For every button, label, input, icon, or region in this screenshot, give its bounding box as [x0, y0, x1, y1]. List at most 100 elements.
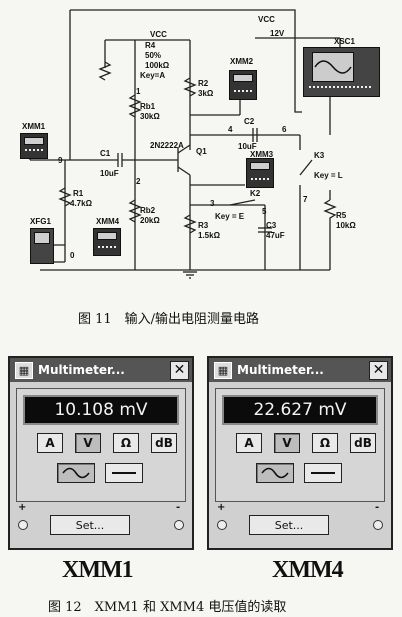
xmm1-instrument[interactable]	[20, 133, 48, 159]
node-2: 2	[136, 177, 141, 186]
xmm2-terminals	[234, 90, 252, 96]
voltmeter-button[interactable]: V	[75, 433, 101, 453]
k3-name: K3	[314, 151, 325, 160]
r4-name: R4	[145, 41, 156, 50]
set-button[interactable]: Set...	[249, 515, 329, 535]
positive-terminal-label: +	[18, 502, 27, 513]
r5-name: R5	[336, 211, 347, 220]
ammeter-button[interactable]: A	[37, 433, 63, 453]
negative-terminal-label: -	[375, 502, 380, 513]
dc-line-icon	[311, 472, 335, 474]
xmm3-screen	[250, 162, 270, 170]
dc-mode-button[interactable]	[105, 463, 143, 483]
title-bar[interactable]: ▦ Multimeter... ✕	[10, 358, 192, 382]
ohmmeter-button[interactable]: Ω	[312, 433, 338, 453]
dc-line-icon	[112, 472, 136, 474]
scope-terminals	[309, 86, 371, 92]
schematic: VCC VCC 12V XSC1 R4 50% 100kΩ Key=A R2 3…	[0, 0, 402, 296]
node-5: 5	[262, 207, 267, 216]
xmm2-screen	[233, 74, 253, 82]
xmm1-terminals	[25, 149, 43, 155]
xsc1-label: XSC1	[334, 37, 355, 46]
k2-name: K2	[250, 189, 261, 198]
xmm2-label: XMM2	[230, 57, 254, 66]
negative-terminal[interactable]	[174, 520, 184, 530]
rb2-name: Rb2	[140, 206, 156, 215]
ac-mode-button[interactable]	[256, 463, 294, 483]
oscilloscope-screen	[312, 52, 354, 82]
xmm4-instrument[interactable]	[93, 228, 121, 256]
voltmeter-button[interactable]: V	[274, 433, 300, 453]
r4-key: Key=A	[140, 71, 166, 80]
node-9: 9	[58, 156, 63, 165]
xmm1-screen	[24, 137, 44, 145]
node-6: 6	[282, 125, 287, 134]
ammeter-button[interactable]: A	[236, 433, 262, 453]
transistor-model: 2N2222A	[150, 141, 184, 150]
negative-terminal[interactable]	[373, 520, 383, 530]
meter-panel: 22.627 mV A V Ω dB	[215, 388, 385, 502]
r5-value: 10kΩ	[336, 221, 356, 230]
multimeter-app-icon: ▦	[214, 362, 232, 379]
c1-name: C1	[100, 149, 111, 158]
sine-wave-icon	[62, 467, 90, 479]
ohmmeter-button[interactable]: Ω	[113, 433, 139, 453]
node-3: 3	[210, 199, 215, 208]
positive-terminal[interactable]	[217, 520, 227, 530]
set-button[interactable]: Set...	[50, 515, 130, 535]
xmm4-label: XMM4	[96, 217, 120, 226]
window-title: Multimeter...	[38, 363, 125, 377]
c1-value: 10uF	[100, 169, 119, 178]
positive-terminal[interactable]	[18, 520, 28, 530]
r1-value: 4.7kΩ	[70, 199, 92, 208]
xmm3-terminals	[251, 178, 269, 184]
window-title: Multimeter...	[237, 363, 324, 377]
multimeter-app-icon: ▦	[15, 362, 33, 379]
rb1-value: 30kΩ	[140, 112, 160, 121]
xmm2-instrument[interactable]	[229, 70, 257, 100]
meter-panel: 10.108 mV A V Ω dB	[16, 388, 186, 502]
title-bar[interactable]: ▦ Multimeter... ✕	[209, 358, 391, 382]
c3-value: 47uF	[266, 231, 285, 240]
supply-voltage-label: 12V	[270, 29, 285, 38]
c2-name: C2	[244, 117, 255, 126]
xmm4-screen	[97, 232, 117, 240]
close-button[interactable]: ✕	[369, 361, 388, 380]
node-0: 0	[70, 251, 75, 260]
oscilloscope-xsc1[interactable]	[303, 47, 380, 97]
r3-value: 1.5kΩ	[198, 231, 220, 240]
xmm4-terminals	[98, 246, 116, 252]
node-7: 7	[303, 195, 308, 204]
xmm4-caption: XMM4	[272, 557, 344, 583]
dc-mode-button[interactable]	[304, 463, 342, 483]
node-1: 1	[136, 87, 141, 96]
transistor-name: Q1	[196, 147, 207, 156]
rb1-name: Rb1	[140, 102, 156, 111]
scope-waveform-icon	[314, 60, 352, 74]
decibel-button[interactable]: dB	[151, 433, 177, 453]
close-button[interactable]: ✕	[170, 361, 189, 380]
ac-mode-button[interactable]	[57, 463, 95, 483]
decibel-button[interactable]: dB	[350, 433, 376, 453]
r4-value: 100kΩ	[145, 61, 170, 70]
r3-name: R3	[198, 221, 209, 230]
xmm3-label: XMM3	[250, 150, 274, 159]
c3-name: C3	[266, 221, 277, 230]
xfg1-panel	[34, 232, 50, 244]
xmm3-instrument[interactable]	[246, 158, 274, 188]
k2-key: Key = E	[215, 212, 245, 221]
r2-name: R2	[198, 79, 209, 88]
function-generator-xfg1[interactable]	[30, 228, 54, 264]
figure-11-caption: 图 11 输入/输出电阻测量电路	[78, 312, 260, 327]
r4-percent: 50%	[145, 51, 162, 60]
multimeter-window-xmm4[interactable]: ▦ Multimeter... ✕ 22.627 mV A V Ω dB + -…	[207, 356, 393, 550]
xmm1-caption: XMM1	[62, 557, 134, 583]
node-4: 4	[228, 125, 233, 134]
multimeter-window-xmm1[interactable]: ▦ Multimeter... ✕ 10.108 mV A V Ω dB + -…	[8, 356, 194, 550]
figure-12-caption: 图 12 XMM1 和 XMM4 电压值的读取	[48, 600, 287, 615]
r2-value: 3kΩ	[198, 89, 214, 98]
meter-reading-display: 22.627 mV	[222, 395, 378, 425]
vcc-top-label: VCC	[150, 30, 167, 39]
rb2-value: 20kΩ	[140, 216, 160, 225]
meter-reading-display: 10.108 mV	[23, 395, 179, 425]
